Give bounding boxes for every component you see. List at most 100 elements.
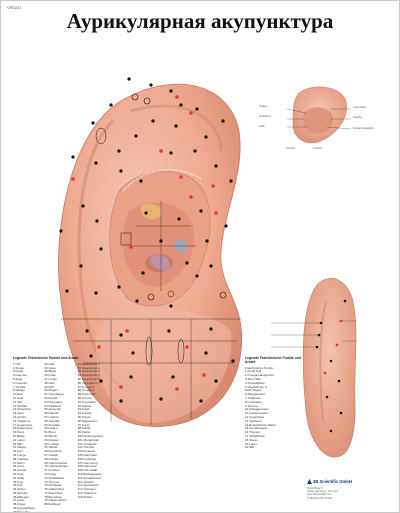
legend-row: 1 Ohr (13, 361, 21, 366)
legend-row: 22 Milz (13, 441, 23, 446)
legend-row: 44 Niere (44, 365, 56, 370)
legend-right-heading: Legende Französische Punkte und Areale (245, 356, 301, 364)
legend-row: 52 Kardia (44, 395, 58, 400)
legend-row: 63 Rücken (44, 437, 59, 442)
legend-row: 16 Thymus (245, 430, 260, 435)
legend-row: 43 Hals (44, 361, 55, 366)
legend-row: 113 Testosteron (77, 483, 99, 488)
legend-row: Französische Punkte (245, 365, 274, 370)
legend-row: 8 Wange (13, 388, 25, 393)
legend-row: 40 Shen Men (13, 509, 31, 513)
legend-row: 110 Bindegewebe (77, 471, 102, 476)
legend-row: 95 Trauer (77, 414, 91, 419)
legend-row: 3 Shen Men (245, 376, 262, 381)
legend-row: 61 Brust (44, 430, 56, 435)
legend-row: 16 Thalamus (13, 418, 31, 423)
legend-right: Legende Französische Punkte und Areale F… (245, 356, 305, 450)
legend-row: 64 Lumbal (44, 441, 59, 446)
legend-row: 98 Schlaf (77, 426, 91, 431)
inset-label: Helix (259, 125, 265, 128)
poster-code: VR0221 (7, 5, 22, 10)
legend-row: 23 Magen (13, 445, 27, 450)
legend-row: 73 Schilddrüse (44, 475, 65, 480)
legend-row: 37 Hand (13, 498, 25, 503)
legend-row: 5 Auge (13, 376, 23, 381)
legend-row: 34 Zehen (13, 487, 26, 492)
legend-row: 57 Urethra (44, 414, 59, 419)
publisher-info-line: © 3B Scientific GmbH (307, 496, 333, 500)
legend-row: 89 Punkt Null (77, 392, 96, 397)
legend-row: 106 Lumbago (77, 456, 97, 461)
legend-row: 108 Harmonie (77, 464, 97, 469)
legend-row: 13 Interferon (245, 418, 263, 423)
inset-label: Crus helicis (353, 106, 367, 109)
legend-row: 20 Milz (245, 445, 255, 450)
inset-label: Lobulus (313, 147, 323, 150)
publisher-info-line: 21031 Hamburg · Germany (307, 490, 339, 494)
legend-row: 10 Hals (13, 395, 24, 400)
legend-row: 24 Herz (13, 449, 24, 454)
legend-row: 109 Nervosität (77, 468, 98, 473)
legend-row: 49 Milz (44, 384, 54, 389)
legend-row: 38 Finger (13, 502, 26, 507)
legend-row: 3 Kiefer (13, 369, 24, 374)
legend-row: 7 Tonsille (13, 384, 26, 389)
legend-row: 67 Gesäß (44, 452, 58, 457)
poster-title: Аурикулярная акупунктура (66, 9, 334, 33)
legend-row: 9 Nase (13, 392, 23, 397)
publisher-info-line: Rudorffweg 8 (307, 487, 323, 490)
legend-row: 93 Angst (77, 407, 90, 412)
legend-row: 86 Vegetativum (77, 380, 99, 385)
legend-row: 90 Jerome (77, 395, 92, 400)
legend-row: 28 Anus (13, 464, 24, 469)
legend-row: 81 Hauptpunkt 1 (77, 361, 100, 366)
legend-row: Nach Nogier (245, 388, 262, 393)
legend-row: 56 Rektum (44, 411, 59, 416)
legend-row: 1 Punkt Null (245, 369, 262, 374)
legend-row: 88 Omega 2 (77, 388, 95, 393)
legend-row: 4 Gaumen (13, 373, 28, 378)
legend-row: 59 Prostata (44, 422, 60, 427)
legend-row: 55 Appendix (44, 407, 61, 412)
legend-main: Legende Chinesische Punkte und Areale 1 … (13, 356, 253, 513)
legend-row: 35 Schulter (13, 490, 29, 495)
legend-row: 69 Oberschenkel (44, 460, 68, 465)
inset-label: Tragus (259, 105, 267, 108)
legend-row: 103 Tinnitus (77, 445, 94, 450)
legend-row: 107 Hemmung (77, 460, 98, 465)
posterior-ear (271, 278, 357, 458)
legend-row: 80 Kehlkopf (44, 502, 61, 507)
legend-row: 12 Schläfe (13, 403, 28, 408)
legend-row: 19 Niere (13, 430, 25, 435)
legend-row: 8 Frustration (245, 399, 262, 404)
legend-row: 17 Hypophyse (13, 422, 33, 427)
legend-row: 92 Appetit (77, 403, 92, 408)
legend-row: 78 Bronchien (44, 494, 63, 499)
legend-row: 2 Omega-Hauptpunkt (245, 373, 274, 378)
legend-row: 99 Wetter (77, 430, 91, 435)
legend-row: 62 Bauch (44, 433, 58, 438)
publisher-info-line: www.3bscientific.com (307, 493, 332, 497)
legend-row: 54 Dickdarm (44, 403, 62, 408)
legend-row: 20 Blase (13, 433, 25, 438)
main-ear (58, 83, 243, 427)
legend-row: 50 Magen (44, 388, 58, 393)
legend-row: 53 Dünndarm (44, 399, 63, 404)
legend-row: 11 Antidepression (245, 411, 269, 416)
legend-row: 100 Antidepression (77, 433, 104, 438)
legend-row: 47 Lunge (44, 376, 57, 381)
inset-ear-detail (286, 86, 352, 144)
legend-row: 15 Gehirn (13, 414, 27, 419)
legend-row: 71 Knöchel (44, 468, 60, 473)
legend-row: 27 Darm (13, 460, 25, 465)
legend-row: 30 Ovar (13, 471, 24, 476)
legend-row: 7 Thalamus (245, 395, 261, 400)
legend-row: 10 Antiaggression (245, 407, 269, 412)
legend-row: 94 Freude (77, 411, 92, 416)
legend-row: 17 Schilddrüse (245, 433, 265, 438)
legend-row: 51 Ösophagus (44, 392, 64, 397)
legend-row: 46 Leber (44, 373, 57, 378)
